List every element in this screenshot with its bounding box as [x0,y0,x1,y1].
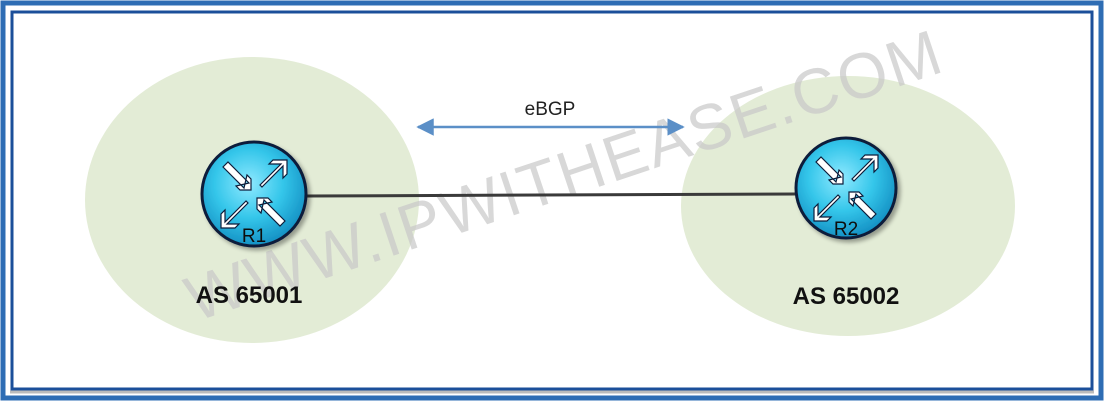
router-r2[interactable]: R2 [794,136,898,240]
ebgp-label: eBGP [525,99,576,120]
router-r2-label: R2 [834,219,858,240]
link-line [305,192,797,198]
router-arrows-icon [813,154,879,222]
router-r1[interactable]: R1 [200,140,308,248]
router-r1-label: R1 [242,226,266,247]
as-left-label: AS 65001 [196,282,303,309]
router-arrows-icon [220,159,288,229]
as-right-label: AS 65002 [793,283,900,310]
